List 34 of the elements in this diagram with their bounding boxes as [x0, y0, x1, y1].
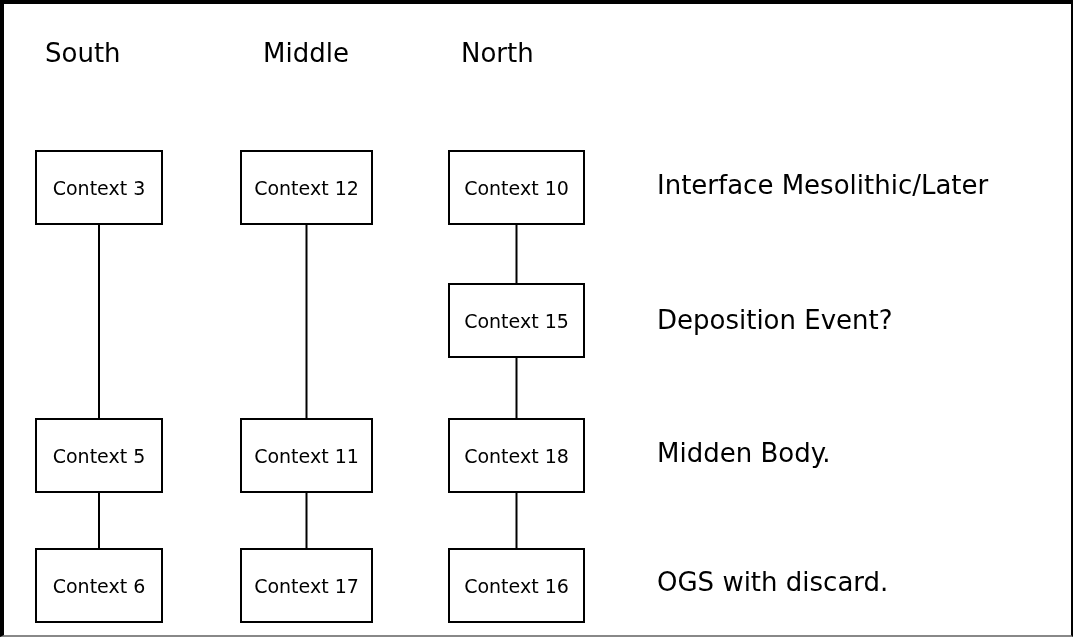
context-box — [448, 283, 585, 358]
phase-label: Interface Mesolithic/Later — [657, 170, 989, 200]
context-label: Context 12 — [254, 176, 359, 199]
connector-line — [515, 357, 518, 419]
connector-line — [515, 492, 518, 549]
column-heading: Middle — [263, 38, 349, 68]
connector-line — [305, 492, 308, 549]
context-box — [240, 418, 373, 493]
context-label: Context 15 — [464, 309, 569, 332]
context-box — [448, 548, 585, 623]
connector-line — [515, 224, 518, 284]
column-heading: South — [45, 38, 121, 68]
context-box — [35, 548, 163, 623]
connector-line — [98, 224, 100, 419]
context-label: Context 3 — [52, 176, 146, 199]
context-box — [448, 150, 585, 225]
context-box — [35, 150, 163, 225]
phase-label: OGS with discard. — [657, 567, 889, 597]
context-label: Context 17 — [254, 574, 359, 597]
context-label: Context 10 — [464, 176, 569, 199]
context-label: Context 11 — [254, 444, 359, 467]
context-label: Context 5 — [52, 444, 146, 467]
context-box — [240, 150, 373, 225]
phase-label: Deposition Event? — [657, 305, 893, 335]
context-box — [35, 418, 163, 493]
column-heading: North — [461, 38, 534, 68]
context-box — [240, 548, 373, 623]
connector-line — [305, 224, 308, 419]
context-label: Context 18 — [464, 444, 569, 467]
phase-label: Midden Body. — [657, 438, 831, 468]
context-label: Context 16 — [464, 574, 569, 597]
context-label: Context 6 — [52, 574, 146, 597]
context-box — [448, 418, 585, 493]
connector-line — [98, 492, 100, 549]
